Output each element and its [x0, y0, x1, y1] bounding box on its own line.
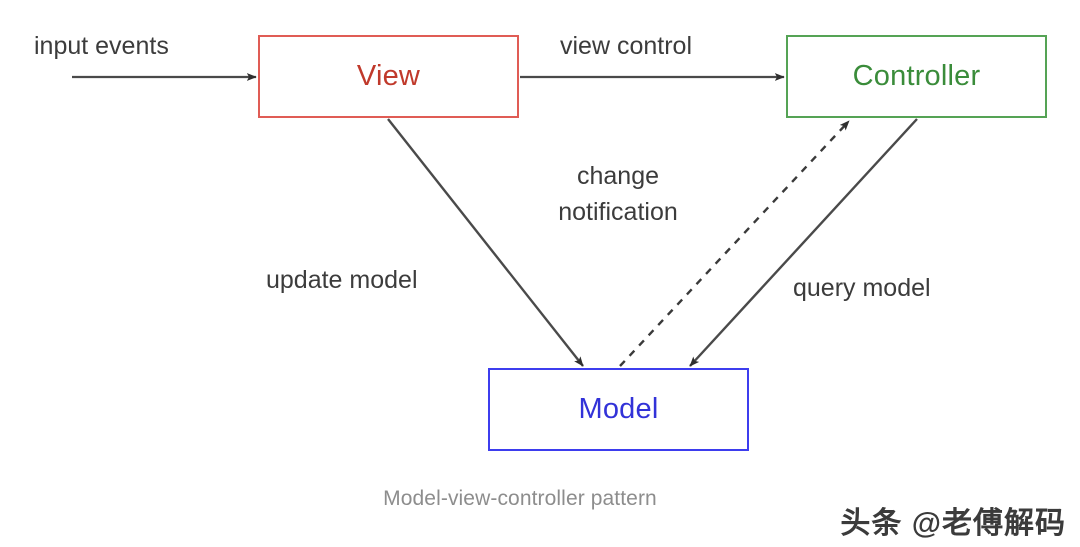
node-controller-label: Controller — [852, 60, 981, 92]
edge-label-view-control: view control — [560, 32, 692, 60]
node-view[interactable]: View — [258, 35, 519, 118]
watermark: 头条 @老傅解码 — [840, 507, 1066, 540]
edge-label-change-notification-line2: notification — [558, 198, 678, 226]
edge-label-change-notification-line1: change — [576, 162, 660, 190]
diagram-caption: Model-view-controller pattern — [383, 487, 657, 510]
edge-label-query-model: query model — [793, 274, 931, 302]
edge-label-change-notification: change notification — [468, 158, 768, 230]
node-controller[interactable]: Controller — [786, 35, 1047, 118]
node-view-label: View — [356, 60, 421, 92]
arrow-query-model — [689, 118, 918, 367]
node-model-label: Model — [578, 393, 659, 425]
edge-label-input-events: input events — [34, 32, 169, 60]
arrow-update-model — [387, 118, 584, 367]
edge-label-update-model: update model — [266, 266, 418, 294]
node-model[interactable]: Model — [488, 368, 749, 451]
